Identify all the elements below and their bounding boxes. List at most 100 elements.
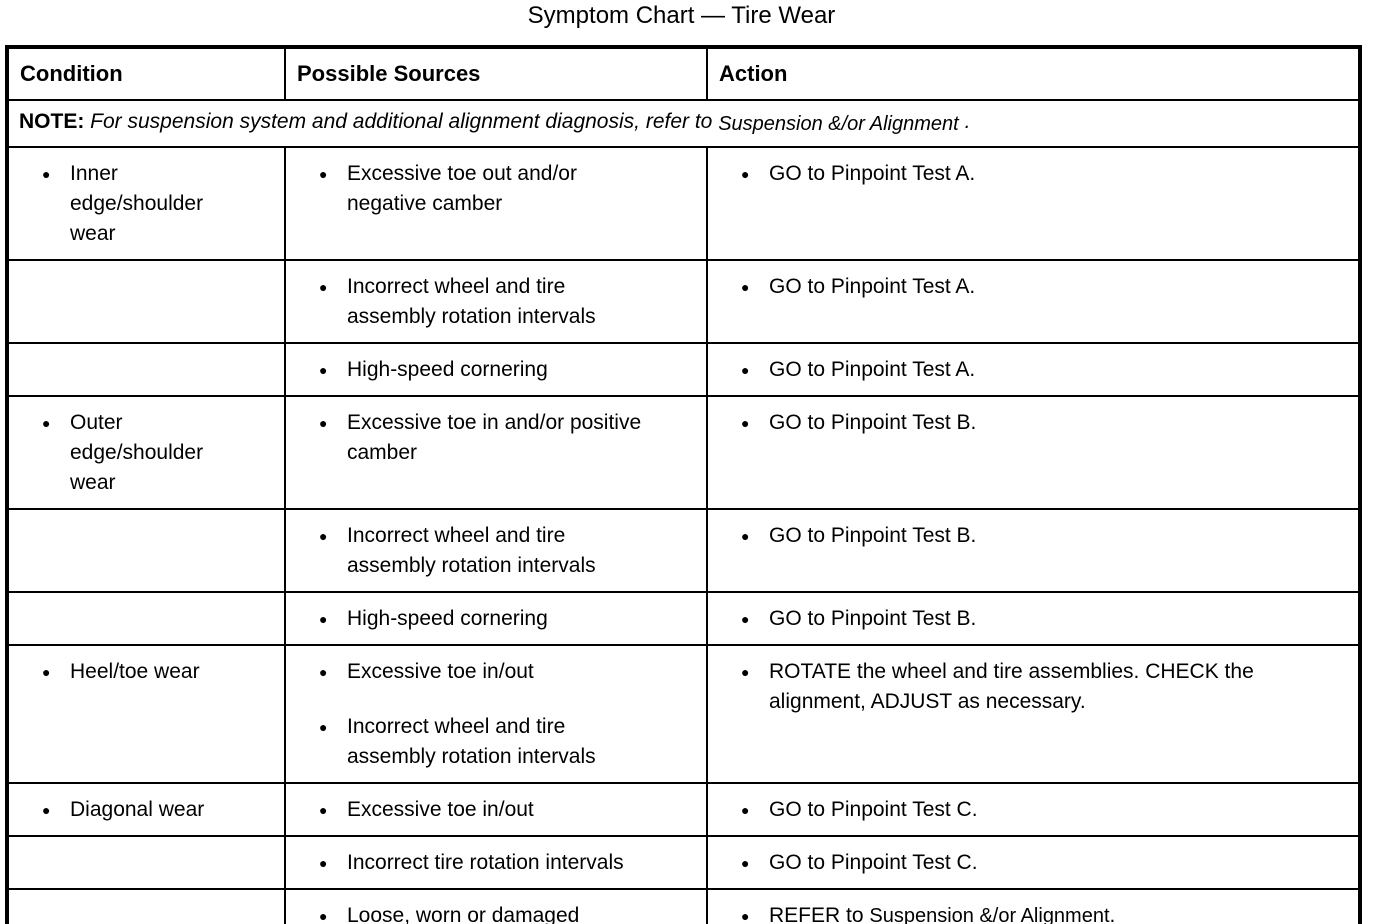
- action-text: REFER to Suspension &/or Alignment.: [769, 901, 1115, 924]
- bullet-icon: ●: [319, 855, 328, 871]
- action-item: ● REFER to Suspension &/or Alignment.: [708, 901, 1352, 924]
- source-item: ● High-speed cornering: [286, 355, 700, 385]
- condition-item: ● Inner edge/shoulder wear: [9, 159, 278, 249]
- bullet-icon: ●: [741, 908, 750, 924]
- bullet-icon: ●: [319, 908, 328, 924]
- source-text: High-speed cornering: [347, 358, 548, 381]
- bullet-icon: ●: [319, 719, 328, 735]
- action-cell: ● GO to Pinpoint Test C.: [706, 782, 1361, 837]
- note-suffix: .: [964, 110, 971, 133]
- action-item: ● GO to Pinpoint Test C.: [708, 848, 1352, 878]
- condition-cell: [6, 259, 286, 344]
- bullet-icon: ●: [319, 415, 328, 431]
- action-text: GO to Pinpoint Test A.: [769, 358, 976, 381]
- source-item: ● Excessive toe in/out: [286, 657, 700, 687]
- table-row: ● Heel/toe wear ● Excessive toe in/out ●…: [6, 644, 1361, 784]
- source-item: ● Excessive toe out and/or negative camb…: [286, 159, 700, 219]
- bullet-icon: ●: [741, 611, 750, 627]
- bullet-icon: ●: [319, 166, 328, 182]
- sources-cell: ● High-speed cornering: [284, 591, 708, 646]
- bullet-icon: ●: [741, 855, 750, 871]
- source-text: Excessive toe in/out: [347, 660, 534, 683]
- condition-text: Heel/toe wear: [70, 660, 200, 683]
- bullet-icon: ●: [319, 279, 328, 295]
- source-text: Excessive toe out and/or negative camber: [347, 162, 577, 215]
- action-text: GO to Pinpoint Test B.: [769, 607, 977, 630]
- bullet-icon: ●: [42, 664, 51, 680]
- note-row: NOTE: For suspension system and addition…: [6, 99, 1361, 148]
- condition-cell: ● Heel/toe wear: [6, 644, 286, 784]
- page-title: Symptom Chart — Tire Wear: [527, 2, 836, 29]
- sources-cell: ● Incorrect tire rotation intervals: [284, 835, 708, 890]
- sources-cell: ● High-speed cornering: [284, 342, 708, 397]
- action-text: GO to Pinpoint Test B.: [769, 524, 977, 547]
- bullet-icon: ●: [319, 362, 328, 378]
- action-cell: ● GO to Pinpoint Test B.: [706, 591, 1361, 646]
- source-text: Excessive toe in/out: [347, 798, 534, 821]
- column-header-condition: Condition: [6, 46, 286, 101]
- bullet-icon: ●: [741, 362, 750, 378]
- condition-cell: ● Diagonal wear: [6, 782, 286, 837]
- action-text: GO to Pinpoint Test A.: [769, 275, 976, 298]
- source-item: ● Loose, worn or damaged suspension comp…: [286, 901, 700, 924]
- bullet-icon: ●: [741, 528, 750, 544]
- sources-cell: ● Excessive toe in and/or positive cambe…: [284, 395, 708, 510]
- suspension-alignment-link[interactable]: Suspension &/or Alignment: [718, 113, 959, 135]
- action-cell: ● ROTATE the wheel and tire assemblies. …: [706, 644, 1361, 784]
- table-row: ● High-speed cornering ● GO to Pinpoint …: [6, 342, 1361, 397]
- action-cell: ● GO to Pinpoint Test B.: [706, 395, 1361, 510]
- source-text: Incorrect wheel and tire assembly rotati…: [347, 524, 596, 577]
- bullet-icon: ●: [319, 528, 328, 544]
- action-item: ● GO to Pinpoint Test B.: [708, 408, 1352, 438]
- table-row: ● Incorrect tire rotation intervals ● GO…: [6, 835, 1361, 890]
- action-cell: ● GO to Pinpoint Test A.: [706, 342, 1361, 397]
- sources-cell: ● Incorrect wheel and tire assembly rota…: [284, 508, 708, 593]
- action-item: ● ROTATE the wheel and tire assemblies. …: [708, 657, 1352, 717]
- condition-item: ● Diagonal wear: [9, 795, 278, 825]
- source-item: ● High-speed cornering: [286, 604, 700, 634]
- action-item: ● GO to Pinpoint Test A.: [708, 272, 1352, 302]
- bullet-icon: ●: [741, 664, 750, 680]
- source-text: Incorrect wheel and tire assembly rotati…: [347, 275, 596, 328]
- condition-cell: [6, 591, 286, 646]
- bullet-icon: ●: [42, 166, 51, 182]
- action-cell: ● GO to Pinpoint Test A.: [706, 259, 1361, 344]
- table-row: ● Incorrect wheel and tire assembly rota…: [6, 259, 1361, 344]
- source-item: ● Incorrect wheel and tire assembly rota…: [286, 521, 700, 581]
- suspension-alignment-link[interactable]: Suspension &/or Alignment: [869, 905, 1110, 924]
- source-item: ● Incorrect tire rotation intervals: [286, 848, 700, 878]
- sources-cell: ● Excessive toe out and/or negative camb…: [284, 146, 708, 261]
- bullet-icon: ●: [741, 279, 750, 295]
- table-row: ● Incorrect wheel and tire assembly rota…: [6, 508, 1361, 593]
- column-header-possible-sources: Possible Sources: [284, 46, 708, 101]
- source-text: Incorrect tire rotation intervals: [347, 851, 624, 874]
- condition-cell: ● Outer edge/shoulder wear: [6, 395, 286, 510]
- column-header-action: Action: [706, 46, 1361, 101]
- note-cell: NOTE: For suspension system and addition…: [6, 99, 1361, 148]
- condition-item: ● Outer edge/shoulder wear: [9, 408, 278, 498]
- table-row: ● High-speed cornering ● GO to Pinpoint …: [6, 591, 1361, 646]
- condition-cell: [6, 835, 286, 890]
- bullet-icon: ●: [42, 802, 51, 818]
- action-text: ROTATE the wheel and tire assemblies. CH…: [769, 660, 1254, 713]
- source-text: Excessive toe in and/or positive camber: [347, 411, 642, 464]
- action-item: ● GO to Pinpoint Test A.: [708, 159, 1352, 189]
- table-row: ● Diagonal wear ● Excessive toe in/out ●…: [6, 782, 1361, 837]
- condition-cell: [6, 888, 286, 924]
- condition-cell: [6, 342, 286, 397]
- bullet-icon: ●: [319, 611, 328, 627]
- table-row: ● Loose, worn or damaged suspension comp…: [6, 888, 1361, 924]
- action-text: GO to Pinpoint Test C.: [769, 798, 978, 821]
- action-text: GO to Pinpoint Test B.: [769, 411, 977, 434]
- header-row: Condition Possible Sources Action: [6, 46, 1361, 101]
- source-item: ● Incorrect wheel and tire assembly rota…: [286, 712, 700, 772]
- source-text: Incorrect wheel and tire assembly rotati…: [347, 715, 596, 768]
- table-row: ● Outer edge/shoulder wear ● Excessive t…: [6, 395, 1361, 510]
- note-label: NOTE:: [19, 110, 85, 133]
- source-text: High-speed cornering: [347, 607, 548, 630]
- action-prefix: REFER to: [769, 904, 864, 924]
- source-item: ● Incorrect wheel and tire assembly rota…: [286, 272, 700, 332]
- action-text: GO to Pinpoint Test C.: [769, 851, 978, 874]
- action-cell: ● GO to Pinpoint Test A.: [706, 146, 1361, 261]
